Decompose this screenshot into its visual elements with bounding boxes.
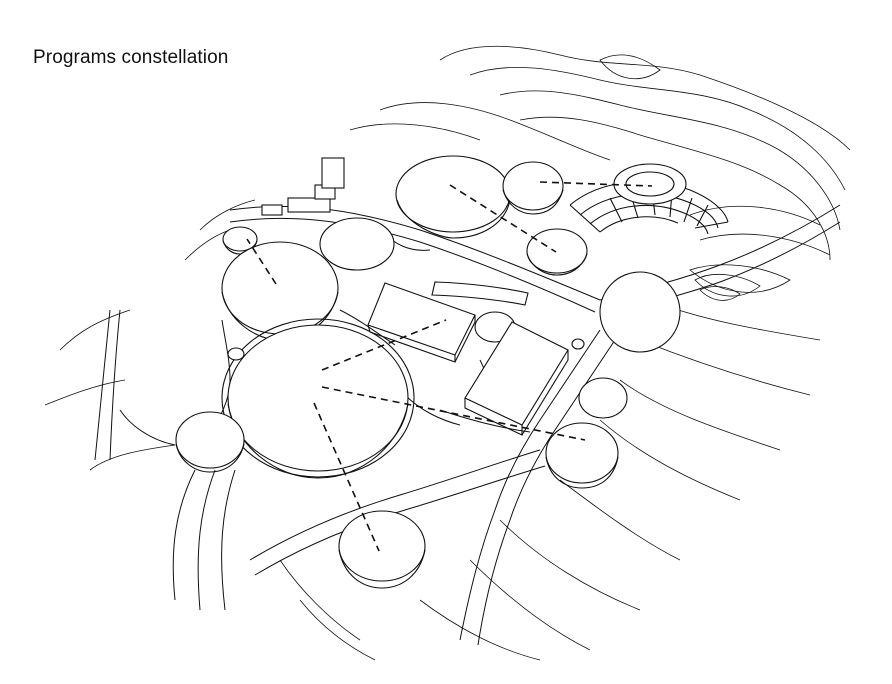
connection-line (246, 238, 277, 285)
connection-line (313, 402, 380, 552)
circle-east-medium (545, 422, 619, 484)
circle-west-medium (319, 217, 395, 271)
circle-west-edge (175, 411, 245, 469)
circle-west-large (221, 241, 339, 335)
connection-line (449, 184, 557, 253)
rectangular-buildings (367, 281, 569, 436)
connection-line (539, 181, 653, 187)
roundabout (599, 271, 681, 353)
circle-north-small (502, 161, 564, 211)
small-buildings (261, 157, 345, 216)
topographic-contours (44, 45, 851, 661)
page-title: Programs constellation (33, 47, 229, 68)
circle-west-tiny (222, 226, 258, 252)
circle-east-upper (578, 377, 628, 419)
circle-small-pin (227, 347, 245, 361)
circle-east-small (526, 228, 588, 274)
program-connections (246, 181, 653, 552)
program-circles (175, 155, 628, 589)
circle-central-main (227, 324, 409, 472)
building-curved (431, 281, 529, 306)
connection-line (321, 386, 586, 441)
amphitheater (569, 163, 729, 235)
circle-dot-east (571, 338, 585, 350)
connection-line (321, 319, 447, 371)
circle-north-large (395, 155, 511, 233)
circle-south (338, 510, 426, 582)
